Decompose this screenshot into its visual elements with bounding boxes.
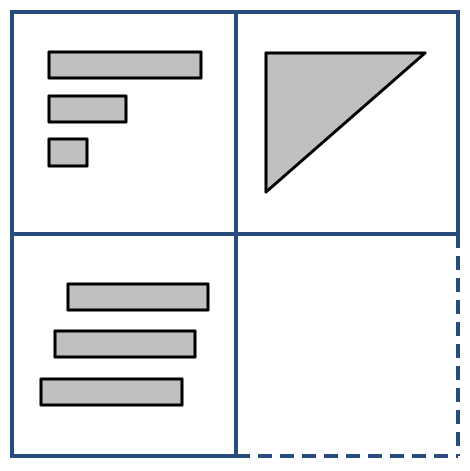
bar-long bbox=[47, 50, 203, 80]
top-right-panel bbox=[264, 51, 427, 194]
triangle bbox=[264, 51, 427, 194]
bar-short bbox=[47, 137, 89, 168]
top-left-panel bbox=[47, 50, 203, 168]
bar-medium bbox=[47, 94, 128, 124]
bottom-left-panel bbox=[39, 282, 210, 407]
bar-top bbox=[66, 282, 210, 312]
bar-bottom bbox=[39, 377, 184, 407]
bar-middle bbox=[53, 329, 197, 359]
